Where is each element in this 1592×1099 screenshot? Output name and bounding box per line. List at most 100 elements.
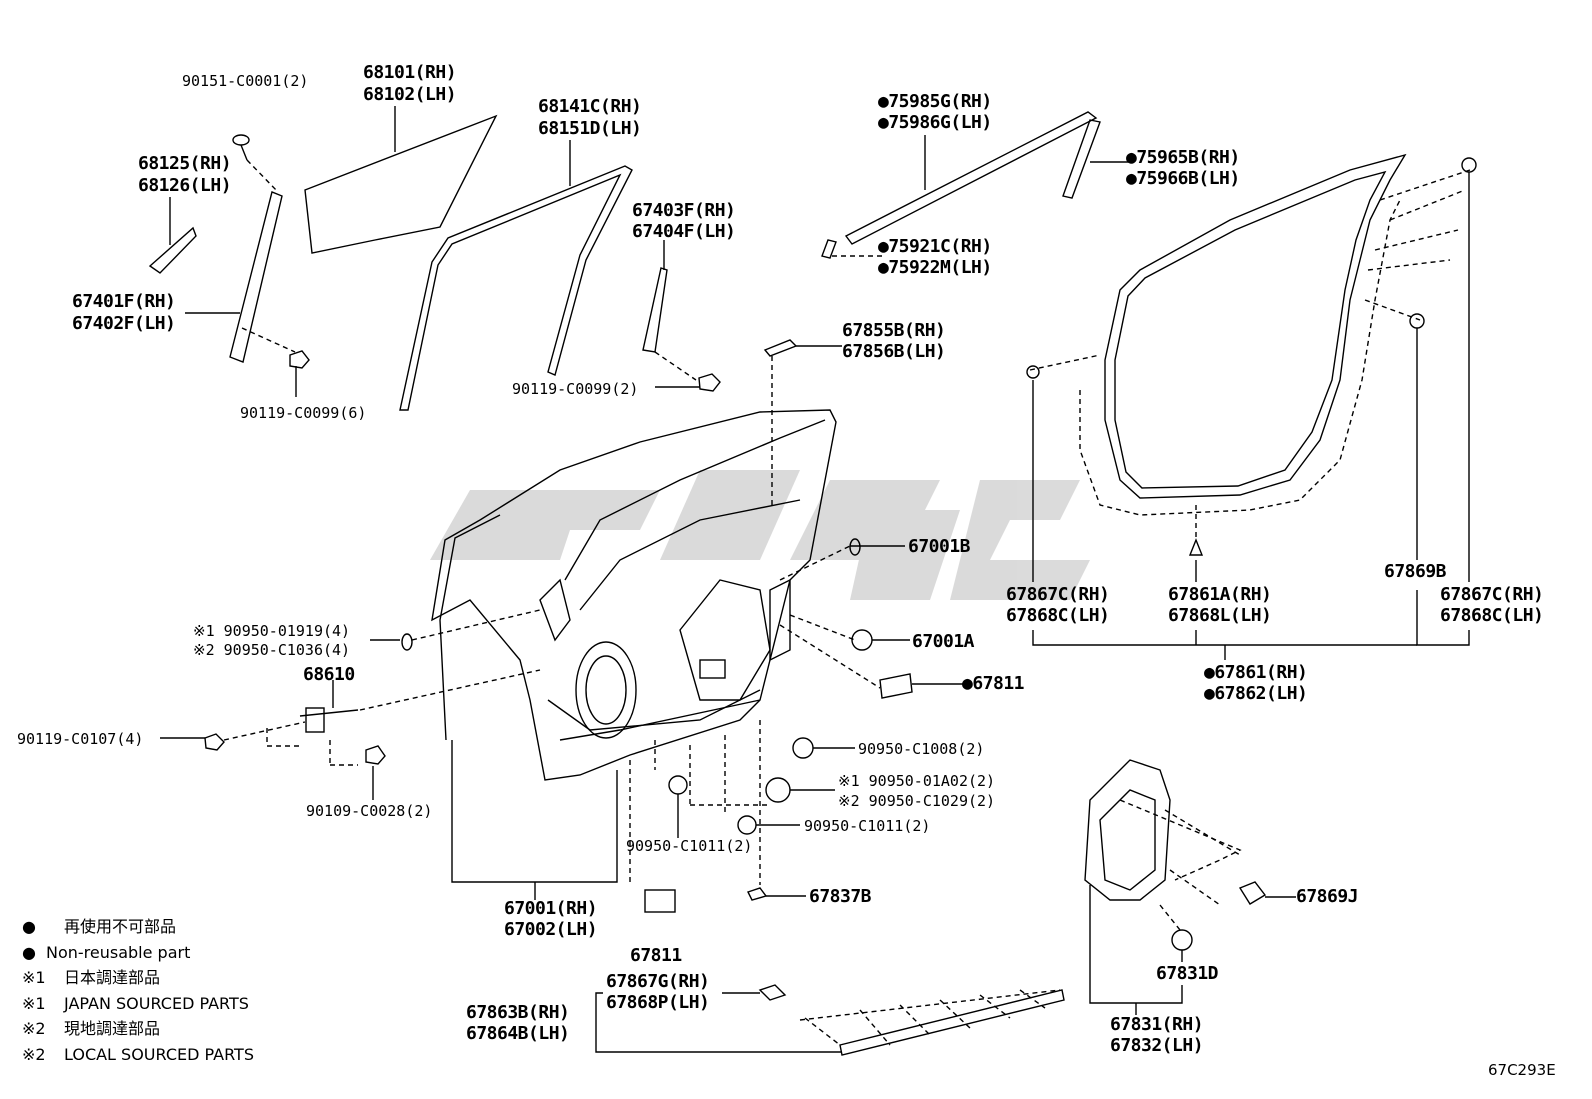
clip-67867C-left xyxy=(1026,365,1040,379)
plug-90950-c1011-b xyxy=(737,815,757,835)
label-68610: 68610 xyxy=(303,664,355,685)
label-67811-b: 67811 xyxy=(630,945,682,966)
hole-plug-67001B xyxy=(849,538,861,556)
label-75922: ●75922M(LH) xyxy=(878,257,992,278)
label-90950-C1011-left: 90950-C1011(2) xyxy=(626,837,753,855)
cover-67831 xyxy=(1084,759,1171,901)
label-68101: 68101(RH) xyxy=(363,62,457,83)
label-67002: 67002(LH) xyxy=(504,919,598,940)
label-67863: 67863B(RH) xyxy=(466,1002,570,1023)
legend-row: ●Non-reusable part xyxy=(22,942,191,962)
label-90109: 90109-C0028(2) xyxy=(306,802,433,820)
label-67868C-right: 67868C(LH) xyxy=(1440,605,1544,626)
clip-67837 xyxy=(747,887,768,901)
label-90950-C1036: ※2 90950-C1036(4) xyxy=(193,641,351,659)
label-75966: ●75966B(LH) xyxy=(1126,168,1240,189)
bolt-90109 xyxy=(330,745,386,800)
channel-67401 xyxy=(229,191,283,363)
cover-67855 xyxy=(763,339,798,357)
label-67832: 67832(LH) xyxy=(1110,1035,1204,1056)
plug-67001A xyxy=(851,629,873,651)
plug-90950-01a02 xyxy=(765,777,791,803)
molding-75965 xyxy=(1062,119,1101,199)
label-67868P: 67868P(LH) xyxy=(606,992,710,1013)
label-68141: 68141C(RH) xyxy=(538,96,642,117)
label-68125: 68125(RH) xyxy=(138,153,232,174)
label-67001B: 67001B xyxy=(908,536,971,557)
plug-90950-c1011-a xyxy=(668,775,688,795)
clip-67869B xyxy=(1409,313,1425,329)
label-67861A: 67861A(RH) xyxy=(1168,584,1272,605)
label-67403: 67403F(RH) xyxy=(632,200,736,221)
label-90950-01919: ※1 90950-01919(4) xyxy=(193,622,351,640)
clip-67861A xyxy=(1188,538,1204,556)
label-68151: 68151D(LH) xyxy=(538,118,642,139)
label-67404: 67404F(LH) xyxy=(632,221,736,242)
legend-row: ●再使用不可部品 xyxy=(22,917,177,936)
clip-67869J xyxy=(1238,881,1296,905)
label-90950-C1008: 90950-C1008(2) xyxy=(858,740,985,758)
clip-67867G xyxy=(722,984,787,1001)
molding-67863 xyxy=(839,989,1065,1056)
label-90950-C1029: ※2 90950-C1029(2) xyxy=(838,792,996,810)
weatherstrip-67861 xyxy=(1104,153,1407,499)
check-68610 xyxy=(299,680,359,733)
label-67856: 67856B(LH) xyxy=(842,341,946,362)
label-67831: 67831(RH) xyxy=(1110,1014,1204,1035)
label-67867C-right: 67867C(RH) xyxy=(1440,584,1544,605)
label-67869B: 67869B xyxy=(1384,561,1447,582)
run-channel-68141 xyxy=(399,165,633,411)
label-67864: 67864B(LH) xyxy=(466,1023,570,1044)
label-67402: 67402F(LH) xyxy=(72,313,176,334)
label-75921: ●75921C(RH) xyxy=(878,236,992,257)
watermark-logo xyxy=(430,470,1090,600)
label-67868L: 67868L(LH) xyxy=(1168,605,1272,626)
label-67867G: 67867G(RH) xyxy=(606,971,710,992)
label-67001: 67001(RH) xyxy=(504,898,598,919)
plug-90950-c1008 xyxy=(792,737,814,759)
glass-68101 xyxy=(304,114,498,254)
label-67001A: 67001A xyxy=(912,631,975,652)
seal-67811 xyxy=(879,673,913,699)
bolt-90119-2 xyxy=(655,373,721,392)
label-90119-6: 90119-C0099(6) xyxy=(240,404,367,422)
clip-90950-01919 xyxy=(401,633,413,651)
bolt-90119-c0107 xyxy=(160,721,306,751)
label-67861: ●67861(RH) xyxy=(1204,662,1308,683)
label-67867C-left: 67867C(RH) xyxy=(1006,584,1110,605)
diagram-id: 67C293E xyxy=(1488,1061,1556,1079)
label-90151: 90151-C0001(2) xyxy=(182,72,309,90)
label-67831D: 67831D xyxy=(1156,963,1219,984)
molding-75985 xyxy=(844,111,1098,245)
glass-68125 xyxy=(148,226,197,274)
seal-67811-b xyxy=(644,889,676,913)
door-panel-67001 xyxy=(431,409,837,781)
label-90950-01A02: ※1 90950-01A02(2) xyxy=(838,772,996,790)
label-75965: ●75965B(RH) xyxy=(1126,147,1240,168)
label-67855: 67855B(RH) xyxy=(842,320,946,341)
label-67811-a: ●67811 xyxy=(962,673,1025,694)
clip-75921 xyxy=(821,239,837,259)
bolt-90119-6 xyxy=(289,350,310,397)
screw-90151 xyxy=(232,134,279,193)
label-75985: ●75985G(RH) xyxy=(878,91,992,112)
label-90119-C0107: 90119-C0107(4) xyxy=(17,730,144,748)
label-68126: 68126(LH) xyxy=(138,175,232,196)
label-68102: 68102(LH) xyxy=(363,84,457,105)
label-67401: 67401F(RH) xyxy=(72,291,176,312)
clip-67831D xyxy=(1171,929,1193,951)
label-67862: ●67862(LH) xyxy=(1204,683,1308,704)
label-90119-2: 90119-C0099(2) xyxy=(512,380,639,398)
label-90950-C1011-right: 90950-C1011(2) xyxy=(804,817,931,835)
label-67868C-left: 67868C(LH) xyxy=(1006,605,1110,626)
channel-67403 xyxy=(642,267,668,353)
label-67869J: 67869J xyxy=(1296,886,1359,907)
label-75986: ●75986G(LH) xyxy=(878,112,992,133)
label-67837: 67837B xyxy=(809,886,872,907)
